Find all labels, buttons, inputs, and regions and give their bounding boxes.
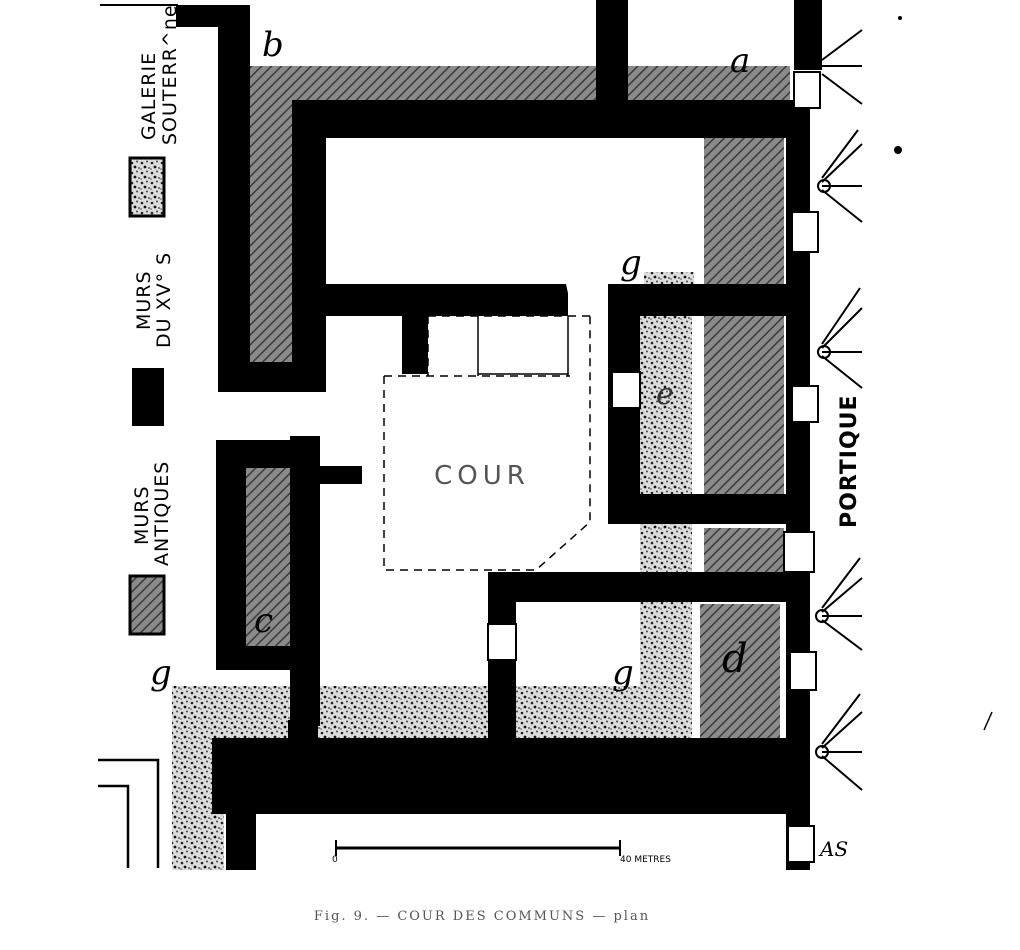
legend-galerie-line2: SOUTERR^ne (159, 4, 181, 145)
scale-bar: 0 40 METRES (332, 840, 671, 865)
label-a: a (730, 41, 750, 81)
plan-labels: b a g e c g g d (150, 25, 750, 693)
legend: GALERIE SOUTERR^ne MURS DU XV° S MURS AN… (128, 4, 181, 636)
portique-label: PORTIQUE (837, 394, 862, 528)
legend-swatch-murs-xv (132, 368, 164, 426)
label-g-top: g (620, 243, 642, 283)
cour-label: COUR (434, 461, 530, 491)
label-d: d (722, 636, 748, 682)
label-c: c (254, 601, 273, 641)
portique: PORTIQUE (783, 29, 863, 863)
legend-murs-antiques-line1: MURS (131, 485, 153, 545)
label-b: b (262, 25, 284, 65)
scale-end: 40 METRES (620, 855, 671, 865)
label-g-right: g (612, 653, 634, 693)
signature: AS (818, 837, 848, 861)
label-g-left: g (150, 653, 172, 693)
murs-antiques (246, 66, 790, 742)
legend-murs-antiques-line2: ANTIQUES (151, 461, 173, 566)
legend-swatch-galerie (128, 156, 166, 218)
cour-outline (383, 315, 591, 571)
niches (487, 284, 641, 661)
legend-galerie-line1: GALERIE (138, 52, 160, 140)
figure-caption: Fig. 9. — COUR DES COMMUNS — plan (314, 909, 650, 924)
label-e: e (656, 377, 674, 412)
left-fragments (98, 4, 178, 868)
legend-murs-xv-line2: DU XV° S (153, 252, 175, 348)
legend-murs-xv-line1: MURS (133, 270, 155, 330)
scale-start: 0 (332, 855, 338, 865)
legend-swatch-murs-antiques (128, 574, 166, 636)
